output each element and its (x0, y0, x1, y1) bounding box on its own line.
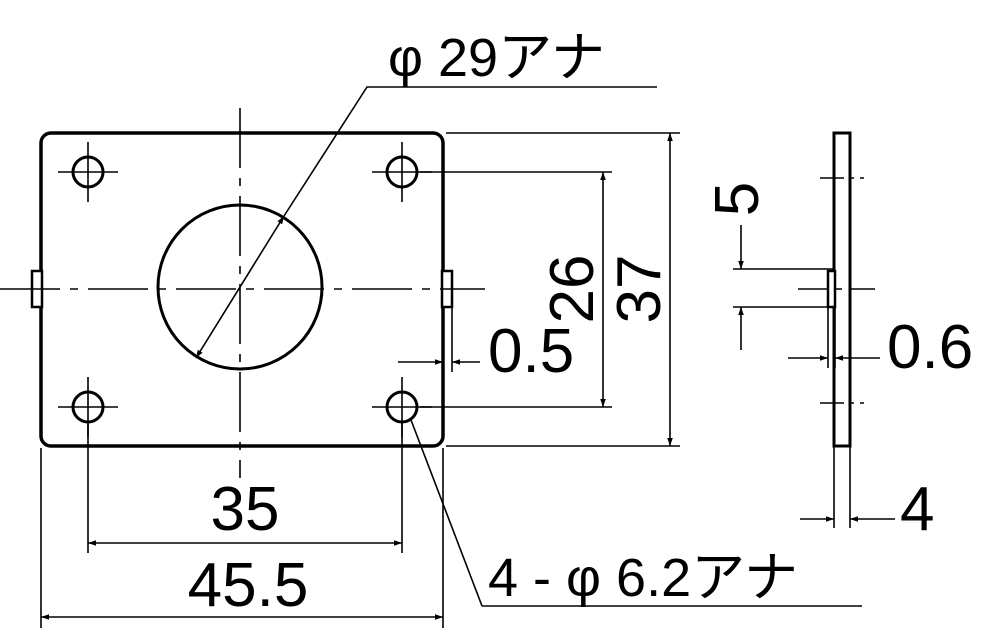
plate-thickness-dimension (800, 446, 895, 528)
tab-offset-label: 0.6 (887, 313, 973, 382)
plate-thickness-label: 4 (900, 475, 934, 544)
tab-protrusion-label: 0.5 (488, 317, 574, 386)
plate-height-label: 37 (605, 255, 674, 324)
tab-width-label: 5 (703, 182, 772, 216)
tab-width-dimension (733, 225, 834, 350)
mount-holes-label: 4 - φ 6.2アナ (488, 548, 798, 608)
plate-height-dimension (446, 132, 680, 447)
hole-pitch-horizontal-label: 35 (211, 475, 280, 544)
mount-holes-leader (410, 419, 862, 607)
hole-pitch-vertical-dimension (420, 171, 612, 408)
side-view (798, 131, 875, 448)
mount-hole-top-left (58, 142, 118, 202)
tab-offset-dimension (788, 307, 880, 368)
plate-width-label: 45.5 (188, 551, 309, 620)
side-tab (826, 269, 837, 309)
hole-pitch-vertical-label: 26 (538, 255, 607, 324)
tab-protrusion-dimension (398, 307, 480, 372)
center-hole-label: φ 29アナ (388, 28, 605, 88)
plate-width-dimension (40, 448, 444, 628)
center-hole (156, 203, 324, 371)
hole-pitch-horizontal-dimension (87, 422, 403, 553)
center-hole-leader (195, 86, 657, 359)
